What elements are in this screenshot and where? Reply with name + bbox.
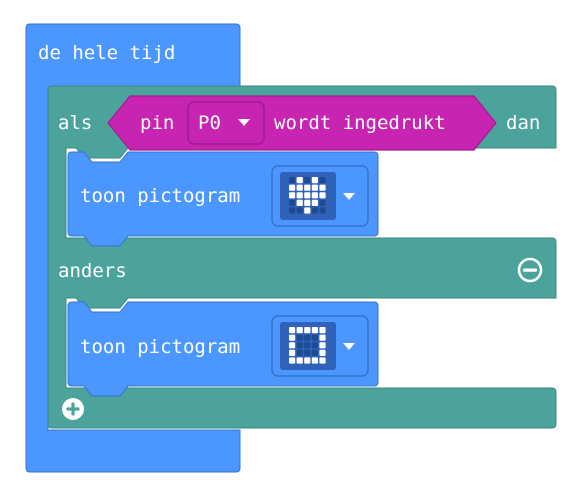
led-off (311, 342, 318, 349)
led-off (304, 334, 311, 341)
led-off (296, 207, 303, 214)
led-off (289, 207, 296, 214)
led-off (289, 177, 296, 184)
forever-label: de hele tijd (38, 42, 175, 64)
led-on (296, 327, 303, 334)
led-on (311, 177, 318, 184)
led-on (289, 327, 296, 334)
led-on (311, 192, 318, 199)
led-on (289, 192, 296, 199)
led-off (296, 342, 303, 349)
led-on (296, 177, 303, 184)
icon-picker-2[interactable] (271, 315, 369, 377)
led-off (311, 207, 318, 214)
led-on (319, 357, 326, 364)
else-label: anders (58, 260, 127, 282)
if-label: als (58, 112, 92, 134)
if-else-block[interactable]: als dan anders (47, 85, 557, 429)
led-on (319, 349, 326, 356)
led-off (289, 199, 296, 206)
chevron-down-icon (238, 119, 250, 126)
condition-suffix: wordt ingedrukt (274, 112, 446, 134)
led-on (304, 199, 311, 206)
pin-pressed-condition[interactable]: pin P0 wordt ingedrukt (107, 95, 497, 151)
led-on (319, 184, 326, 191)
forever-block-shape (25, 23, 241, 473)
led-on (304, 192, 311, 199)
condition-prefix: pin (140, 112, 174, 134)
led-on (319, 192, 326, 199)
pin-value: P0 (198, 112, 221, 134)
led-on (304, 327, 311, 334)
led-off (296, 349, 303, 356)
minus-circle-icon[interactable] (517, 257, 543, 283)
led-on (319, 342, 326, 349)
icon-picker-1[interactable] (271, 165, 369, 227)
led-on (304, 357, 311, 364)
led-on (296, 192, 303, 199)
pin-dropdown[interactable]: P0 (187, 101, 265, 145)
led-off (296, 334, 303, 341)
led-on (296, 184, 303, 191)
led-on (289, 357, 296, 364)
show-icon-block-2[interactable]: toon pictogram (67, 301, 379, 397)
led-off (304, 349, 311, 356)
led-on (311, 184, 318, 191)
led-on (311, 357, 318, 364)
led-off (311, 349, 318, 356)
if-else-block-shape (47, 85, 557, 429)
led-on (304, 207, 311, 214)
chevron-down-icon (343, 193, 355, 200)
led-on (289, 342, 296, 349)
plus-circle-icon[interactable] (62, 398, 84, 420)
forever-block[interactable]: de hele tijd (25, 23, 241, 473)
led-on (311, 199, 318, 206)
led-off (319, 177, 326, 184)
then-label: dan (506, 112, 540, 134)
led-off (319, 207, 326, 214)
heart-icon (289, 177, 326, 214)
led-on (319, 334, 326, 341)
show-icon-label-1: toon pictogram (80, 185, 240, 207)
led-on (304, 184, 311, 191)
led-on (311, 327, 318, 334)
led-on (296, 357, 303, 364)
small-heart-icon (289, 327, 326, 364)
show-icon-block-1[interactable]: toon pictogram (67, 151, 379, 247)
led-on (319, 327, 326, 334)
led-off (304, 177, 311, 184)
chevron-down-icon (343, 343, 355, 350)
led-off (304, 342, 311, 349)
led-off (319, 199, 326, 206)
led-off (311, 334, 318, 341)
led-on (289, 334, 296, 341)
led-on (296, 199, 303, 206)
led-on (289, 349, 296, 356)
led-on (289, 184, 296, 191)
show-icon-label-2: toon pictogram (80, 336, 240, 358)
